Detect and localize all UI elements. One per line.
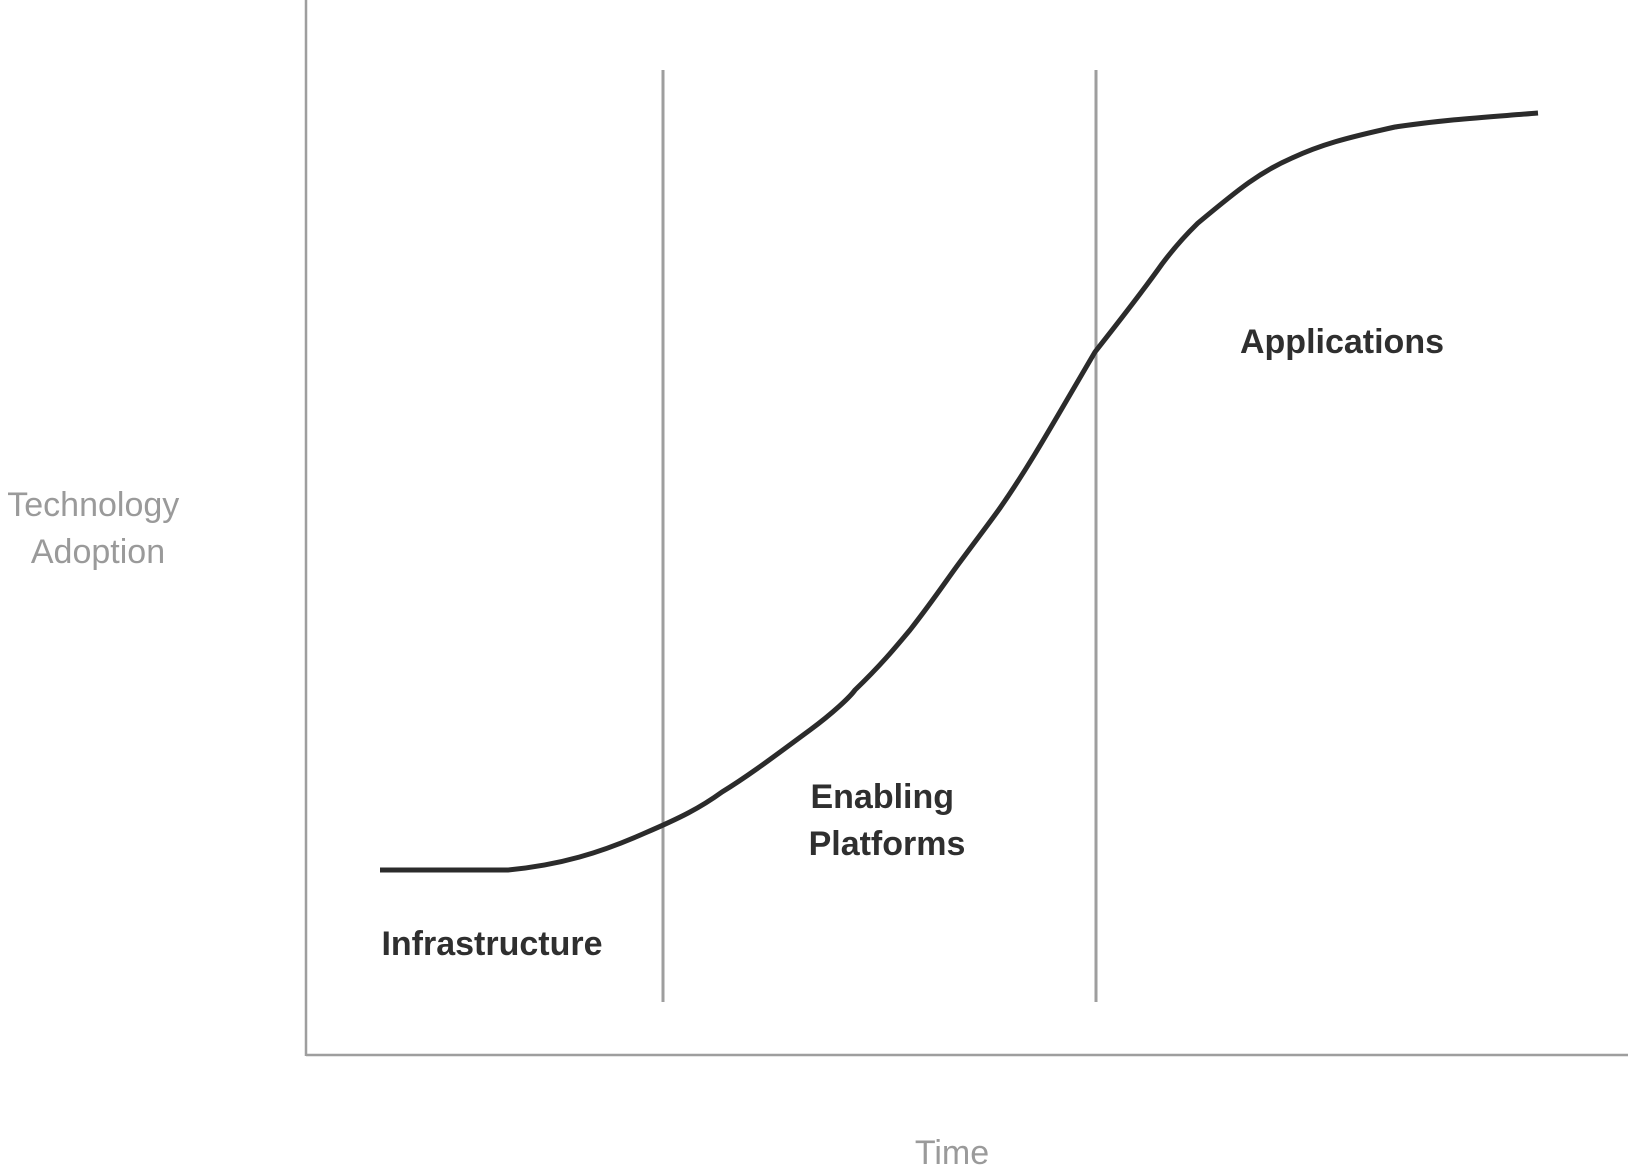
x-axis-title: Time: [915, 1134, 989, 1166]
y-axis-title: Technology Adoption: [7, 486, 188, 571]
adoption-curve: [380, 110, 1539, 873]
stage-label-infrastructure-line-1: Infrastructure: [381, 925, 602, 963]
stage-label-enabling-platforms-line-1: Enabling: [810, 778, 954, 816]
stage-label-enabling-platforms: Enabling Platforms: [809, 778, 966, 863]
y-axis-title-line-2: Adoption: [31, 533, 165, 571]
stage-label-enabling-platforms-line-2: Platforms: [809, 825, 966, 863]
stage-label-applications: Applications: [1240, 323, 1444, 361]
y-axis-title-line-1: Technology: [7, 486, 179, 524]
stage-label-applications-line-1: Applications: [1240, 323, 1444, 361]
stage-label-infrastructure: Infrastructure: [381, 925, 602, 963]
